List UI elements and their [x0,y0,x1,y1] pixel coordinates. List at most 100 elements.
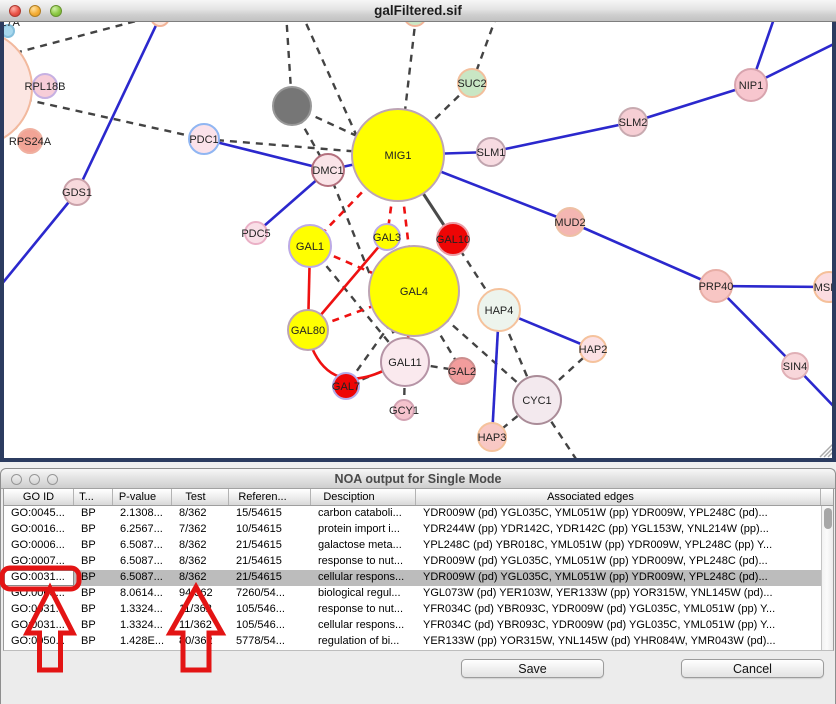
canvas-resize-grip[interactable] [823,447,834,458]
graph-node-label-PRP40: PRP40 [699,281,734,293]
noa-window-titlebar[interactable]: NOA output for Single Mode [1,469,835,489]
graph-node-PDC5[interactable] [244,221,268,245]
noa-minimize-button[interactable] [29,473,40,485]
graph-node-label-PDC5: PDC5 [241,228,270,240]
graph-node-GAL1[interactable] [288,224,332,268]
graph-node-GAL3[interactable] [373,223,401,251]
graph-node-label-GAL4: GAL4 [400,286,428,298]
cell-r8c1: GO:0031... [11,619,65,631]
graph-node-label-GAL1: GAL1 [296,241,324,253]
graph-node-MUD2[interactable] [555,207,585,237]
column-header-referen[interactable]: Referen... [229,489,311,505]
canvas-resize-grip[interactable] [819,443,834,458]
graph-edge-MUD2-PRP40 [569,220,717,288]
column-header-t[interactable]: T... [74,489,113,505]
graph-node-RPS24A[interactable] [17,128,43,154]
cell-r4c6: response to nut... [318,555,403,567]
graph-node-SLM1[interactable] [476,137,506,167]
cell-r1c6: carbon cataboli... [318,507,402,519]
graph-node-SUC2[interactable] [457,68,487,98]
graph-edge-top-peach-GDS1 [75,22,160,193]
main-window-titlebar[interactable]: galFiltered.sif [0,0,836,22]
graph-node-GAL2[interactable] [448,357,476,385]
graph-node-HAP3[interactable] [477,422,507,452]
graph-node-label-PDC1: PDC1 [189,134,218,146]
graph-node-label-HAP4: HAP4 [485,305,514,317]
cell-r7c6: response to nut... [318,603,403,615]
graph-node-GAL7[interactable] [332,372,360,400]
graph-node-GAL4[interactable] [368,245,460,337]
graph-node-gray-node[interactable] [272,86,312,126]
graph-node-label-GCY1: GCY1 [389,405,419,417]
cell-r5c2: BP [81,571,96,583]
column-header-desciption[interactable]: Desciption [311,489,416,505]
graph-node-SIN4[interactable] [781,352,809,380]
graph-node-top-green[interactable] [404,22,426,27]
scrollbar-thumb[interactable] [824,508,832,529]
graph-node-top-peach[interactable] [151,22,169,27]
column-header-pvalue[interactable]: P-value [113,489,172,505]
column-header-associatededges[interactable]: Associated edges [416,489,821,505]
graph-node-NIP1[interactable] [734,68,768,102]
cancel-button[interactable]: Cancel [681,659,824,678]
graph-node-label-MIG1: MIG1 [385,150,412,162]
table-vertical-scrollbar[interactable] [821,506,833,650]
cell-r5c1: GO:0031... [11,571,65,583]
graph-node-GAL11[interactable] [380,337,430,387]
graph-node-RPL18B[interactable] [32,73,58,99]
graph-node-SLM2[interactable] [618,107,648,137]
graph-node-PRP40[interactable] [699,269,733,303]
noa-zoom-button[interactable] [47,473,58,485]
cell-r1c2: BP [81,507,96,519]
graph-node-GAL80[interactable] [287,309,329,351]
graph-edge-PRP40-MSN [715,284,830,289]
cell-r7c1: GO:0031... [11,603,65,615]
column-header-test[interactable]: Test [172,489,229,505]
minimize-button[interactable] [29,5,41,17]
graph-node-PDC1[interactable] [188,123,220,155]
graph-node-HAP4[interactable] [477,288,521,332]
graph-node-label-GAL2: GAL2 [448,366,476,378]
column-header-goid[interactable]: GO ID [4,489,74,505]
graph-node-MSN5[interactable] [813,271,836,303]
zoom-button[interactable] [50,5,62,17]
graph-node-HAP2[interactable] [579,335,607,363]
graph-node-MIG1[interactable] [351,108,445,202]
cell-r5c3: 6.5087... [120,571,163,583]
cell-r3c1: GO:0006... [11,539,65,551]
cell-r3c4: 8/362 [179,539,207,551]
close-button[interactable] [9,5,21,17]
cell-r3c6: galactose meta... [318,539,402,551]
graph-node-GDS1[interactable] [63,178,91,206]
graph-node-label-NIP1: NIP1 [739,80,763,92]
graph-edge-SLM2-NIP1 [632,83,752,124]
graph-node-DMC1[interactable] [311,153,345,187]
cell-r2c1: GO:0016... [11,523,65,535]
cell-r6c6: biological regul... [318,587,401,599]
graph-node-GAL10[interactable] [436,222,470,256]
cell-r4c7: YDR009W (pd) YGL035C, YML051W (pp) YDR00… [423,555,768,567]
canvas-border-bottom [0,458,836,462]
graph-node-CYC1[interactable] [512,375,562,425]
noa-close-button[interactable] [11,473,22,485]
cell-r1c5: 15/54615 [236,507,282,519]
graph-edge-PRP40-SIN4 [715,285,796,367]
graph-node-GCY1[interactable] [393,399,415,421]
graph-node-big-left[interactable] [0,30,33,146]
graph-node-label-HAP3: HAP3 [478,432,507,444]
cell-r6c7: YGL073W (pd) YER103W, YER133W (pp) YOR31… [423,587,773,599]
save-button[interactable]: Save [461,659,604,678]
